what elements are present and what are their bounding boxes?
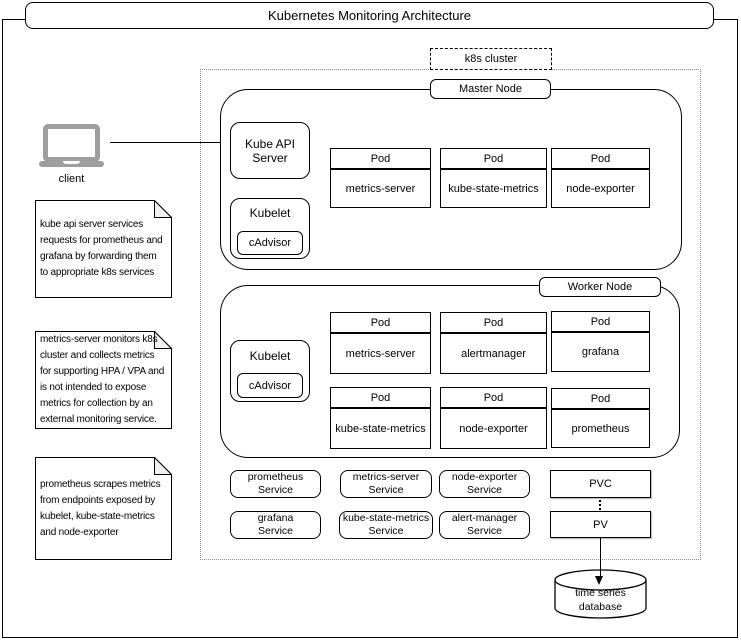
pod-name: prometheus — [571, 422, 630, 435]
pod-name: kube-state-metrics — [448, 182, 539, 195]
pod-header: Pod — [441, 149, 546, 170]
kubelet-node-master: Kubelet cAdvisor — [230, 198, 310, 259]
client-to-api-arrow-line — [110, 142, 222, 144]
note-text: prometheus scrapes metrics from endpoint… — [40, 478, 161, 538]
pod-header: Pod — [331, 388, 430, 409]
pod-worker-node-exporter: Pod node-exporter — [440, 387, 547, 449]
pod-name: grafana — [581, 346, 620, 358]
client-label: client — [58, 173, 85, 185]
pod-worker-metrics-server: Pod metrics-server — [330, 312, 431, 374]
pod-worker-prometheus: Pod prometheus — [551, 388, 650, 448]
k8s-cluster-label: k8s cluster — [430, 48, 552, 70]
laptop-screen — [43, 124, 100, 162]
pvc-pv-dotted-connector — [599, 500, 601, 510]
database-cylinder-icon — [554, 569, 647, 619]
pvc-node: PVC — [550, 470, 651, 498]
cadvisor-node: cAdvisor — [237, 231, 303, 255]
pod-name: metrics-server — [345, 347, 416, 360]
kube-api-server-node: Kube API Server — [230, 122, 310, 179]
pod-master-metrics-server: Pod metrics-server — [330, 148, 431, 208]
pv-node: PV — [550, 511, 651, 538]
note-text: kube api server services requests for pr… — [40, 219, 163, 278]
pod-header: Pod — [331, 313, 430, 334]
note-prometheus: prometheus scrapes metrics from endpoint… — [35, 456, 173, 560]
pod-name: node-exporter — [566, 182, 635, 195]
note-text: metrics-server monitors k8s cluster and … — [40, 334, 165, 425]
note-metrics-server: metrics-server monitors k8s cluster and … — [35, 330, 173, 429]
master-node-label: Master Node — [430, 79, 551, 99]
kubelet-label: Kubelet — [249, 349, 291, 363]
pod-master-kube-state-metrics: Pod kube-state-metrics — [440, 148, 547, 208]
pod-master-node-exporter: Pod node-exporter — [551, 148, 650, 208]
pod-worker-grafana: Pod grafana — [551, 311, 650, 372]
pod-worker-kube-state-metrics: Pod kube-state-metrics — [330, 387, 431, 449]
cadvisor-node: cAdvisor — [237, 373, 303, 398]
laptop-notch — [63, 161, 80, 164]
diagram-title: Kubernetes Monitoring Architecture — [25, 2, 714, 29]
pod-name: node-exporter — [459, 422, 528, 435]
kubelet-node-worker: Kubelet cAdvisor — [230, 340, 310, 402]
pv-to-db-arrowhead-icon — [595, 576, 603, 585]
pod-worker-alertmanager: Pod alertmanager — [440, 312, 547, 374]
kubelet-label: Kubelet — [249, 206, 291, 220]
pod-name: alertmanager — [461, 347, 526, 360]
pod-header: Pod — [331, 149, 430, 170]
pod-header: Pod — [441, 313, 546, 334]
note-api-server: kube api server services requests for pr… — [35, 199, 173, 298]
pod-header: Pod — [552, 389, 649, 410]
pv-to-db-arrow-line — [599, 538, 601, 577]
pod-name: kube-state-metrics — [335, 422, 426, 435]
pod-header: Pod — [441, 388, 546, 409]
laptop-base — [39, 161, 104, 167]
database-label: time series database — [575, 587, 626, 613]
pod-header: Pod — [552, 149, 649, 170]
pod-name: metrics-server — [345, 182, 416, 195]
pod-header: Pod — [552, 312, 649, 333]
laptop-icon — [39, 123, 104, 168]
worker-node-label: Worker Node — [539, 277, 661, 297]
